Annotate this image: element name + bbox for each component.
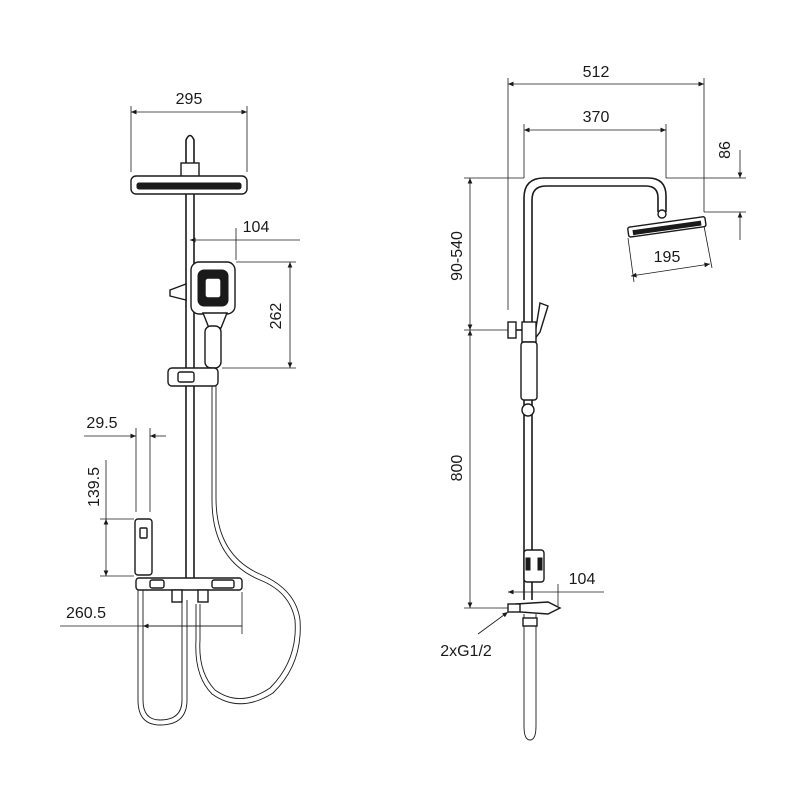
front-view: 295 104 262 29.5 139.5 bbox=[60, 91, 301, 726]
label-195: 195 bbox=[654, 249, 681, 266]
side-valve bbox=[507, 549, 562, 615]
dim-hose-width: 260.5 bbox=[60, 592, 243, 634]
dim-head-drop: 86 bbox=[666, 141, 746, 240]
label-260-5: 260.5 bbox=[66, 605, 106, 622]
label-86: 86 bbox=[717, 141, 734, 159]
dim-arm-reach: 370 bbox=[523, 109, 667, 178]
thermostatic-shelf bbox=[135, 577, 243, 591]
label-512: 512 bbox=[583, 64, 610, 81]
side-riser-and-arm bbox=[523, 177, 667, 600]
label-295: 295 bbox=[176, 91, 203, 108]
side-slider bbox=[521, 403, 535, 417]
head-connector bbox=[180, 162, 200, 178]
label-inlet: 2xG1/2 bbox=[440, 643, 492, 660]
label-104-side: 104 bbox=[569, 571, 596, 588]
height-slider bbox=[167, 367, 219, 387]
diverter-handle bbox=[134, 518, 153, 576]
label-90-540: 90-540 bbox=[449, 231, 466, 281]
dim-valve-depth: 104 bbox=[508, 571, 604, 606]
label-800: 800 bbox=[449, 455, 466, 482]
side-bottom-hose bbox=[522, 614, 538, 741]
rain-shower-head bbox=[130, 175, 248, 195]
dim-total-reach: 512 bbox=[507, 64, 705, 310]
dim-adjust-range: 90-540 bbox=[449, 177, 524, 331]
dim-diverter-height: 139.5 bbox=[86, 460, 134, 577]
main-riser-pipe bbox=[185, 194, 195, 580]
inlet-callout: 2xG1/2 bbox=[440, 611, 509, 660]
dim-handshower-height: 262 bbox=[222, 261, 296, 369]
dim-handshower-offset: 104 bbox=[190, 219, 300, 260]
dim-height: 800 bbox=[449, 330, 508, 609]
shower-hose bbox=[199, 386, 296, 699]
label-29-5: 29.5 bbox=[86, 415, 117, 432]
top-pipe-cap bbox=[185, 134, 195, 165]
label-139-5: 139.5 bbox=[86, 467, 103, 507]
label-370: 370 bbox=[583, 109, 610, 126]
dim-head-width: 295 bbox=[130, 91, 248, 172]
bottom-hose-loop bbox=[142, 590, 183, 721]
side-head-joint bbox=[657, 209, 667, 219]
dim-head-diameter: 195 bbox=[627, 225, 713, 283]
side-view: 512 370 86 195 90-540 bbox=[440, 64, 746, 741]
side-rain-head bbox=[627, 216, 707, 238]
label-104-front: 104 bbox=[243, 219, 270, 236]
label-262: 262 bbox=[268, 303, 285, 330]
side-hand-shower bbox=[520, 302, 549, 401]
dim-diverter-offset: 29.5 bbox=[84, 415, 166, 512]
hand-shower bbox=[190, 261, 236, 369]
